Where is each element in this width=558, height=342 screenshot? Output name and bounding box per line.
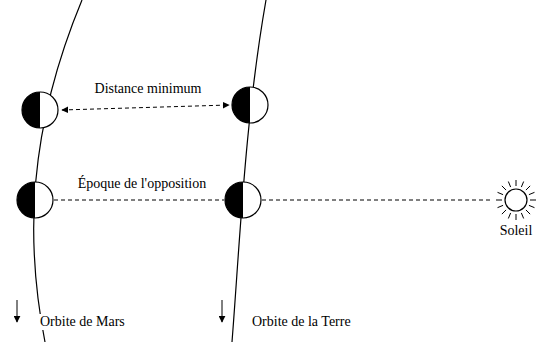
sun-ray [530,200,536,201]
mars-planet [17,182,53,218]
sun-ray [529,192,535,194]
sun-ray [529,205,535,207]
sun-label: Soleil [498,223,535,239]
sun-ray [498,192,504,194]
direction-arrow [222,300,223,322]
distance-label: Distance minimum [93,81,204,97]
orbit-label: Orbite de Mars [38,314,127,330]
sun-ray [502,186,506,190]
direction-arrow [17,300,18,322]
sun-ray [502,210,506,214]
distance-line [62,105,229,110]
sun-ray [516,214,517,220]
opposition-line [262,200,492,201]
earth-orbit [232,0,266,342]
sun-ray [498,205,504,207]
mars-orbit [34,0,82,342]
sun-ray [496,200,502,201]
sun-ray [521,182,523,188]
opposition-label: Époque de l'opposition [76,176,209,192]
sun-ray [516,180,517,186]
sun-ray [526,186,530,190]
sun-ray [521,213,523,219]
earth-planet [225,182,261,218]
sun-ray [508,182,510,188]
sun-ray [508,213,510,219]
orbit-label: Orbite de la Terre [250,314,353,330]
sun-symbol [496,180,536,220]
opposition-line [54,200,224,201]
earth-planet [232,87,268,123]
sun-ray [526,210,530,214]
mars-planet [22,92,58,128]
